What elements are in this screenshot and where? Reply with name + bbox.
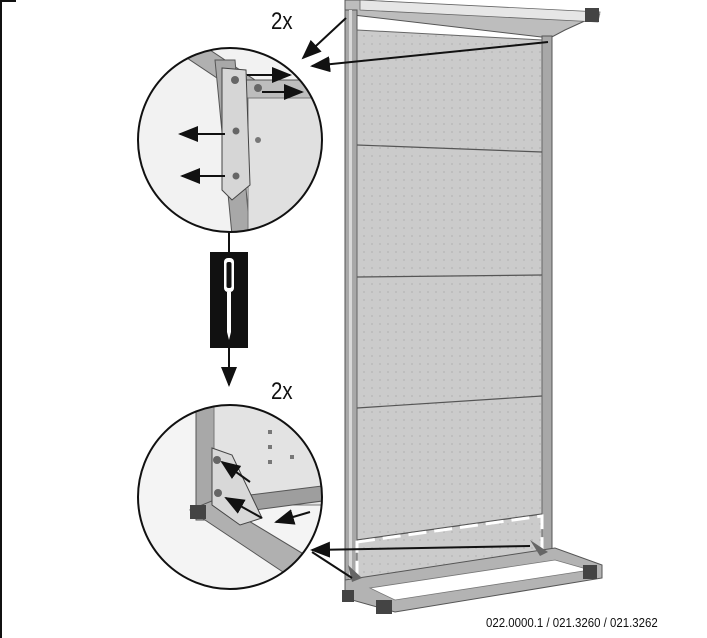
screwdriver-icon <box>210 252 248 348</box>
panel-seam-1 <box>356 144 543 153</box>
pointer-arrow-bottom-2 <box>311 551 353 579</box>
callout-bottom-ring <box>137 404 323 590</box>
pointer-arrow-top-2 <box>310 41 549 73</box>
pointer-arrow-top-1 <box>301 17 347 60</box>
rack-cabinet <box>342 0 603 614</box>
base-foot-left <box>342 590 354 602</box>
top-frame-corner <box>585 8 599 22</box>
panel-seam-2 <box>356 274 543 278</box>
pointer-arrow-bottom-1 <box>310 541 531 558</box>
callout-bottom-arrow-3 <box>274 509 311 525</box>
base-foot-right <box>583 565 597 579</box>
panel-seam-3 <box>356 395 543 409</box>
detail-callout-bottom <box>137 404 323 590</box>
page-border-tab <box>0 0 16 2</box>
callout-bottom-arrow-1 <box>220 460 251 483</box>
callout-bottom-arrow-2 <box>224 497 263 519</box>
detail-callout-top <box>137 47 323 233</box>
quantity-label-top: 2x <box>271 8 293 35</box>
base-foot-front <box>376 600 392 614</box>
page-border-left <box>0 0 2 638</box>
right-upright <box>541 35 553 562</box>
quantity-label-bottom: 2x <box>271 378 293 405</box>
part-numbers: 022.0000.1 / 021.3260 / 021.3262 <box>486 615 658 630</box>
panel-seam-4 <box>356 513 543 541</box>
